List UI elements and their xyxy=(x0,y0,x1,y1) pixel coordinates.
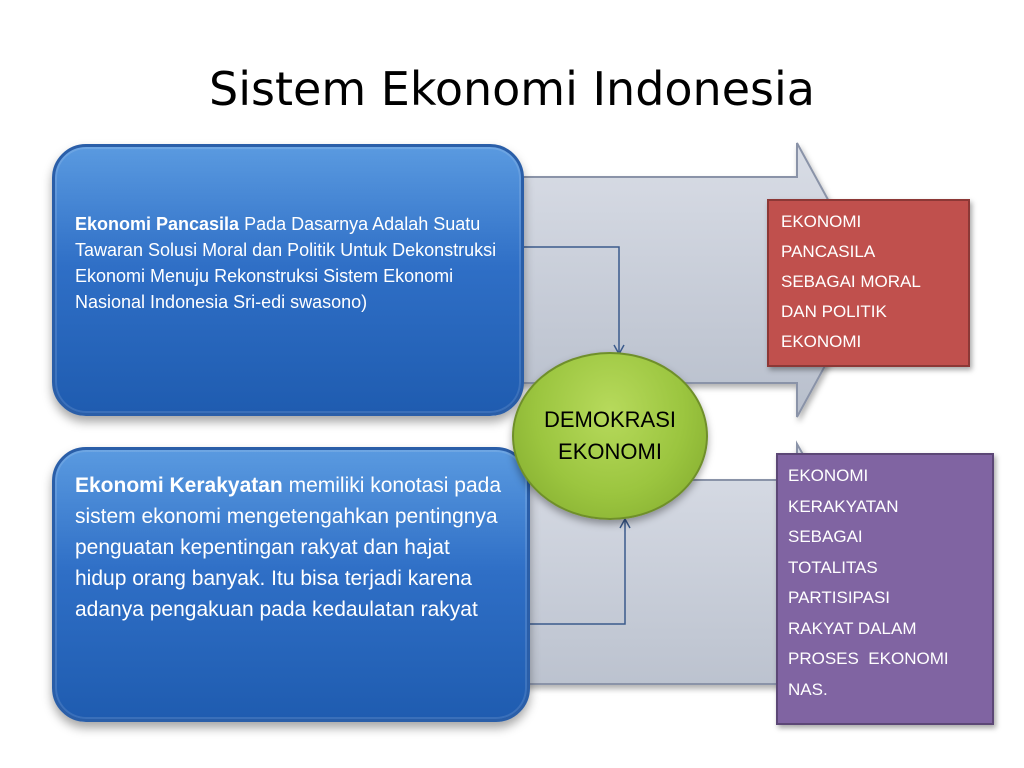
purple-box-line: RAKYAT DALAM xyxy=(788,618,917,638)
ellipse-line-2: EKONOMI xyxy=(558,439,662,464)
ellipse-line-1: DEMOKRASI xyxy=(543,407,677,432)
ekonomi-pancasila-text: Pada Dasarnya Adalah Suatu Tawaran Solus… xyxy=(75,214,497,312)
red-box-line: EKONOMI xyxy=(781,332,862,351)
red-box-line: SEBAGAI MORAL xyxy=(781,272,921,291)
purple-box-line: EKONOMI xyxy=(788,466,869,485)
top-connector xyxy=(520,246,620,352)
ekonomi-pancasila-heading: Ekonomi Pancasila xyxy=(75,214,240,234)
bottom-connector xyxy=(528,520,626,625)
purple-box-line: NAS. xyxy=(788,679,828,699)
ekonomi-kerakyatan-heading: Ekonomi Kerakyatan xyxy=(75,474,283,497)
purple-box-line: PARTISIPASI xyxy=(788,588,891,607)
page-title: Sistem Ekonomi Indonesia xyxy=(209,62,815,116)
pancasila-result-box: EKONOMI PANCASILA SEBAGAI MORAL DAN POLI… xyxy=(767,199,970,367)
kerakyatan-result-box: EKONOMI KERAKYATAN SEBAGAI TOTALITAS PAR… xyxy=(776,453,994,725)
purple-box-line: PROSES EKONOMI xyxy=(788,649,949,668)
red-box-line: PANCASILA xyxy=(781,242,876,261)
purple-box-line: SEBAGAI xyxy=(788,527,863,546)
ekonomi-pancasila-box: Ekonomi Pancasila Pada Dasarnya Adalah S… xyxy=(52,144,524,416)
purple-box-line: TOTALITAS xyxy=(788,557,878,577)
red-box-line: DAN POLITIK xyxy=(781,302,887,321)
ekonomi-kerakyatan-text: memiliki konotasi pada sistem ekonomi me… xyxy=(75,474,502,621)
red-box-line: EKONOMI xyxy=(781,212,862,231)
demokrasi-ekonomi-ellipse: DEMOKRASI EKONOMI xyxy=(512,352,708,520)
purple-box-line: KERAKYATAN xyxy=(788,496,899,516)
ekonomi-kerakyatan-box: Ekonomi Kerakyatan memiliki konotasi pad… xyxy=(52,447,530,722)
